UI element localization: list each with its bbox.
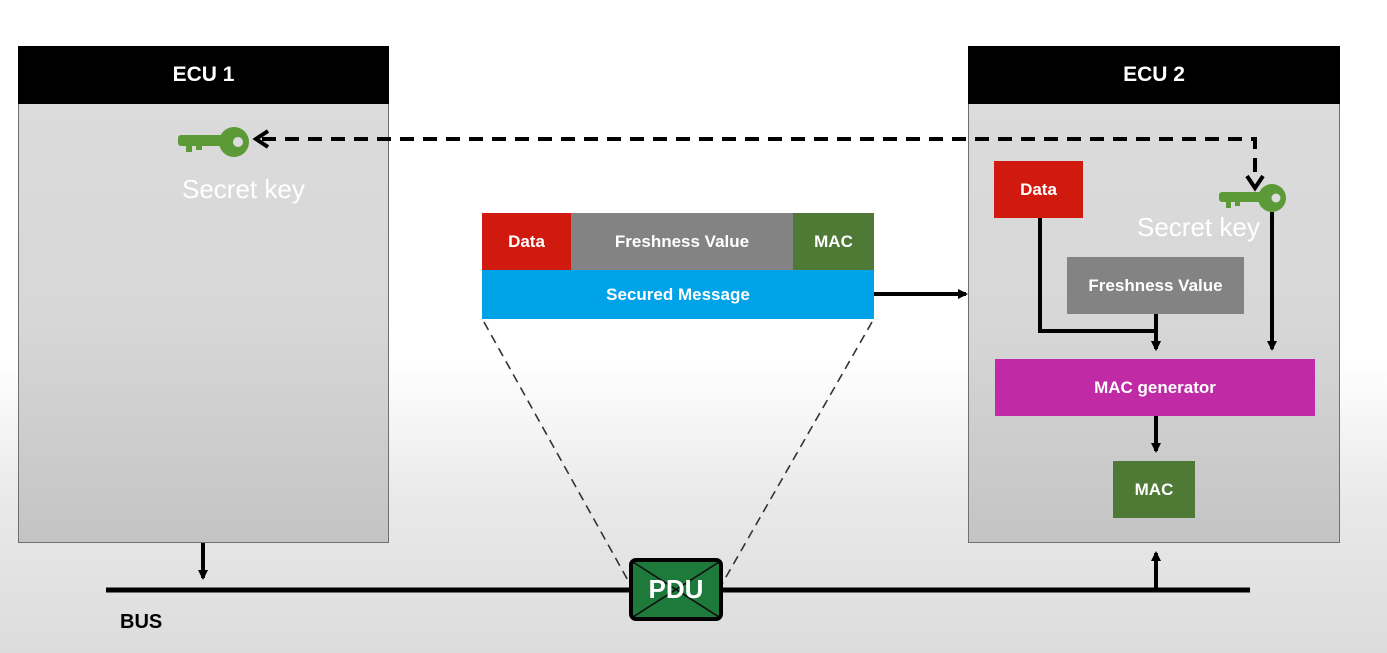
ecu1-title: ECU 1 <box>18 46 389 104</box>
key-icon <box>178 127 249 157</box>
message-mac-field: MAC <box>793 213 874 270</box>
ecu2-secret-key-label: Secret key <box>1137 212 1260 242</box>
envelope-icon <box>633 562 719 617</box>
ecu1-secret-key-label: Secret key <box>182 174 305 204</box>
ecu1-panel <box>18 46 389 543</box>
message-freshness-field: Freshness Value <box>571 213 793 270</box>
ecu2-freshness-box: Freshness Value <box>1067 257 1244 314</box>
key-exchange-line <box>252 129 1265 192</box>
bus-label: BUS <box>120 611 163 633</box>
secured-message-bar: Secured Message <box>482 270 874 319</box>
ecu2-mac-box: MAC <box>1113 461 1195 518</box>
ecu2-data-box: Data <box>994 161 1083 218</box>
pdu-box: PDU <box>629 558 723 621</box>
ecu2-flow-arrows <box>1038 212 1277 453</box>
key-icon <box>1219 184 1286 212</box>
ecu2-title: ECU 2 <box>968 46 1340 104</box>
mac-generator-box: MAC generator <box>995 359 1315 416</box>
message-data-field: Data <box>482 213 571 270</box>
pdu-expansion-lines <box>483 321 873 585</box>
pdu-label: PDU <box>648 574 704 604</box>
